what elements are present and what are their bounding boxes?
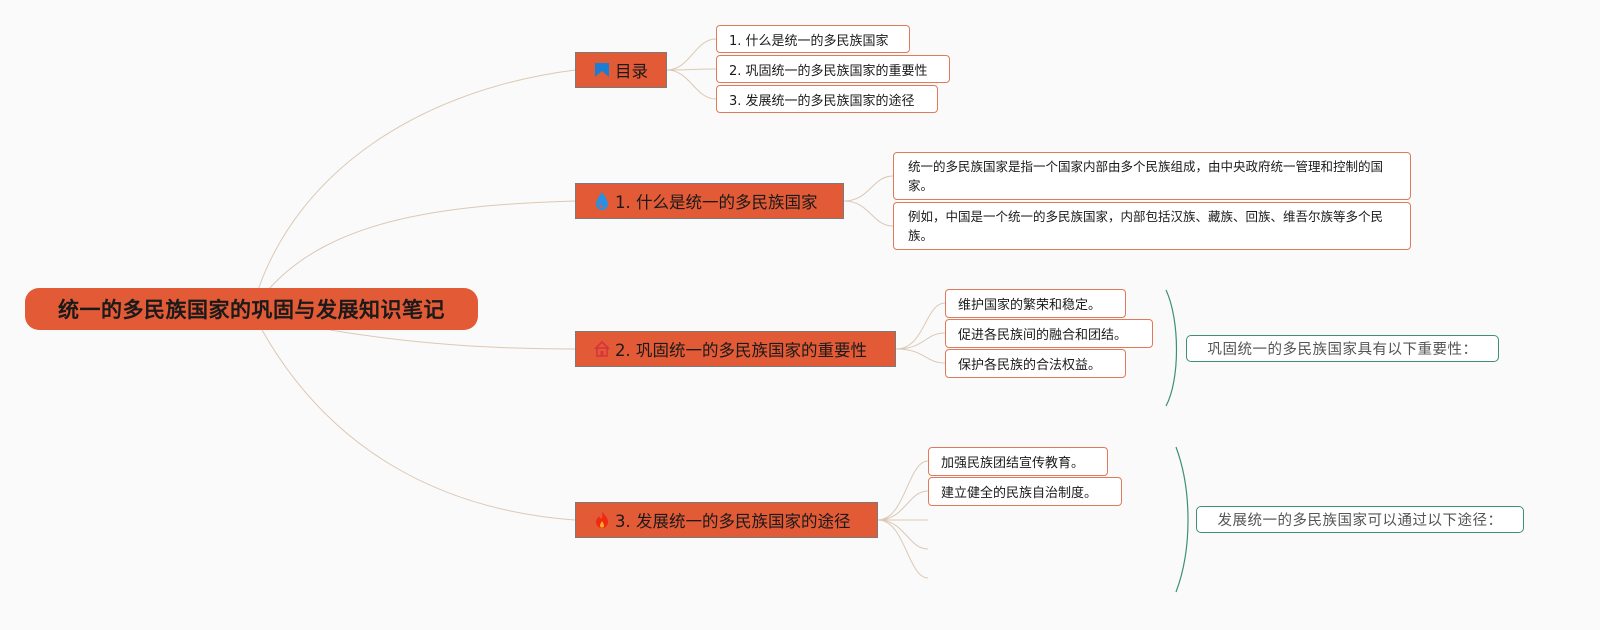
leaf-text: 1. 什么是统一的多民族国家 <box>729 33 889 49</box>
link-b3-stub2 <box>877 519 929 550</box>
summary-text: 巩固统一的多民族国家具有以下重要性： <box>1207 342 1478 358</box>
link-b3-leaf2 <box>877 490 929 521</box>
leaf-text: 统一的多民族国家是指一个国家内部由多个民族组成，由中央政府统一管理和控制的国家。 <box>908 159 1384 193</box>
link-b3-leaf1 <box>877 460 929 521</box>
link-root-b3 <box>261 329 576 521</box>
leaf-text: 建立健全的民族自治制度。 <box>941 486 1098 501</box>
summary-importance[interactable]: 巩固统一的多民族国家具有以下重要性： <box>1186 335 1499 362</box>
link-b2-leaf1 <box>895 302 946 350</box>
link-b2-leaf3 <box>895 348 946 364</box>
summary-approaches[interactable]: 发展统一的多民族国家可以通过以下途径： <box>1196 506 1524 533</box>
leaf-text: 促进各民族间的融合和团结。 <box>958 328 1128 343</box>
root-label: 统一的多民族国家的巩固与发展知识笔记 <box>58 298 445 322</box>
flag-icon <box>592 60 612 80</box>
link-toc-leaf2 <box>666 68 717 71</box>
toc-item[interactable]: 1. 什么是统一的多民族国家 <box>716 25 910 53</box>
drop-icon <box>592 191 612 211</box>
summary-bracket-b3 <box>1175 446 1189 593</box>
toc-item[interactable]: 3. 发展统一的多民族国家的途径 <box>716 85 938 113</box>
leaf-text: 2. 巩固统一的多民族国家的重要性 <box>729 63 928 79</box>
branch-toc[interactable]: 目录 <box>575 52 667 88</box>
approach-leaf[interactable]: 加强民族团结宣传教育。 <box>928 447 1108 476</box>
link-root-b2 <box>329 329 576 350</box>
branch-label: 目录 <box>615 62 648 81</box>
branch-label: 1. 什么是统一的多民族国家 <box>615 193 818 212</box>
link-root-toc <box>257 69 576 291</box>
link-b1-leaf2 <box>843 200 894 227</box>
branch-label: 3. 发展统一的多民族国家的途径 <box>615 512 851 531</box>
importance-leaf[interactable]: 促进各民族间的融合和团结。 <box>945 319 1153 348</box>
branch-1[interactable]: 1. 什么是统一的多民族国家 <box>575 183 844 219</box>
leaf-text: 例如，中国是一个统一的多民族国家，内部包括汉族、藏族、回族、维吾尔族等多个民族。 <box>908 209 1384 243</box>
link-b3-stub3 <box>877 519 929 579</box>
importance-leaf[interactable]: 保护各民族的合法权益。 <box>945 349 1126 378</box>
summary-text: 发展统一的多民族国家可以通过以下途径： <box>1217 513 1503 529</box>
branch-label: 2. 巩固统一的多民族国家的重要性 <box>615 341 867 360</box>
fire-icon <box>592 510 612 530</box>
link-b1-leaf1 <box>843 175 894 202</box>
definition-leaf[interactable]: 统一的多民族国家是指一个国家内部由多个民族组成，由中央政府统一管理和控制的国家。 <box>893 152 1411 200</box>
summary-bracket-b2 <box>1165 289 1178 407</box>
importance-leaf[interactable]: 维护国家的繁荣和稳定。 <box>945 289 1126 318</box>
link-toc-leaf3 <box>666 69 717 100</box>
link-toc-leaf1 <box>666 38 717 71</box>
example-leaf[interactable]: 例如，中国是一个统一的多民族国家，内部包括汉族、藏族、回族、维吾尔族等多个民族。 <box>893 202 1411 250</box>
leaf-text: 保护各民族的合法权益。 <box>958 358 1102 373</box>
branch-2[interactable]: 2. 巩固统一的多民族国家的重要性 <box>575 331 896 367</box>
toc-item[interactable]: 2. 巩固统一的多民族国家的重要性 <box>716 55 950 83</box>
leaf-text: 维护国家的繁荣和稳定。 <box>958 298 1102 313</box>
approach-leaf[interactable]: 建立健全的民族自治制度。 <box>928 477 1122 506</box>
leaf-text: 加强民族团结宣传教育。 <box>941 456 1085 471</box>
link-b2-leaf2 <box>895 332 946 350</box>
link-root-b1 <box>267 200 576 291</box>
leaf-text: 3. 发展统一的多民族国家的途径 <box>729 93 915 109</box>
root-node[interactable]: 统一的多民族国家的巩固与发展知识笔记 <box>25 288 478 330</box>
home-icon <box>592 339 612 359</box>
branch-3[interactable]: 3. 发展统一的多民族国家的途径 <box>575 502 878 538</box>
